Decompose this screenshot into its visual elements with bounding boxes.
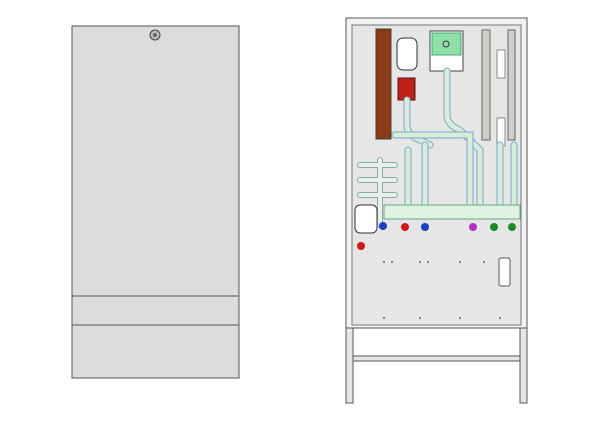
din-rail	[481, 29, 491, 141]
closed-cabinet	[71, 25, 240, 379]
leg-right	[519, 327, 528, 404]
leg-crossbar	[352, 355, 521, 362]
cabinet-door	[71, 25, 240, 379]
valve-blue-small	[379, 222, 387, 230]
controller-display	[431, 32, 462, 56]
din-rail	[507, 29, 516, 141]
leg-left	[345, 327, 354, 404]
valve-red-small	[357, 242, 365, 250]
valve-green	[490, 223, 498, 231]
valve-blue	[421, 223, 429, 231]
manifold	[383, 204, 521, 220]
valve-red	[401, 223, 409, 231]
pipework	[357, 67, 518, 228]
ball-valves	[357, 222, 516, 250]
open-cabinet	[345, 17, 528, 404]
secondary-pump	[354, 204, 378, 234]
valve-green	[508, 223, 516, 231]
circulation-pump	[396, 37, 418, 71]
heater-element	[375, 28, 392, 140]
controller-icon	[442, 40, 450, 48]
mounting-holes	[383, 261, 501, 319]
cable-opening	[498, 257, 511, 287]
lock-icon	[149, 29, 161, 41]
valve-purple	[469, 223, 477, 231]
